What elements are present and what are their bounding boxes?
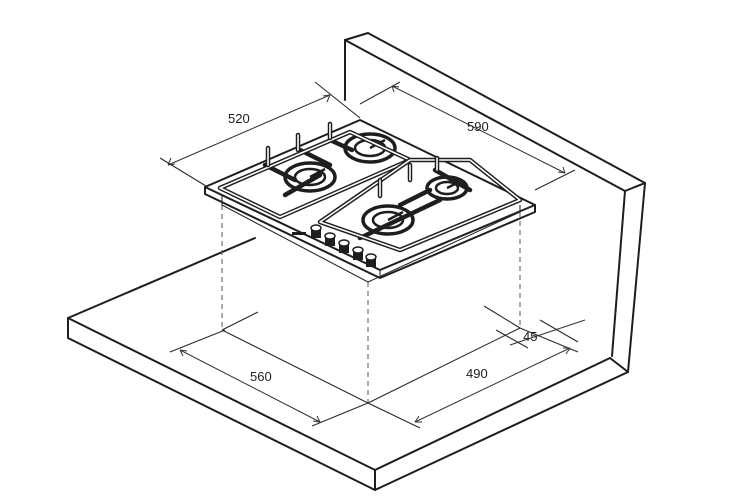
grate-right [317, 155, 523, 253]
projection-lines [221, 205, 521, 403]
back-wall [344, 32, 646, 373]
cutout-opening [221, 305, 521, 404]
knob-3 [338, 239, 350, 253]
hob [204, 119, 536, 283]
knob-5 [365, 253, 377, 267]
dimension-520 [159, 81, 361, 187]
brand-plate [292, 232, 306, 235]
dimension-label-cutout-depth: 490 [466, 366, 488, 381]
burner-back-left [343, 132, 397, 164]
burner-front-right [361, 204, 415, 236]
dimension-label-cutout-width: 560 [250, 369, 272, 384]
dimension-590 [359, 81, 576, 191]
pan-supports [217, 121, 523, 253]
knob-4 [352, 246, 364, 260]
countertop [67, 237, 629, 491]
dimension-45 [495, 319, 586, 349]
control-knobs [292, 224, 377, 267]
knob-2 [324, 232, 336, 246]
dimension-label-hob-depth: 520 [228, 111, 250, 126]
knob-1 [310, 224, 322, 238]
burners [283, 132, 469, 236]
dimension-label-edge-distance: 45 [523, 329, 537, 344]
dimension-490 [367, 327, 579, 429]
burner-back-right [425, 175, 469, 201]
dimension-label-hob-width: 590 [467, 119, 489, 134]
dimension-560 [169, 329, 369, 427]
